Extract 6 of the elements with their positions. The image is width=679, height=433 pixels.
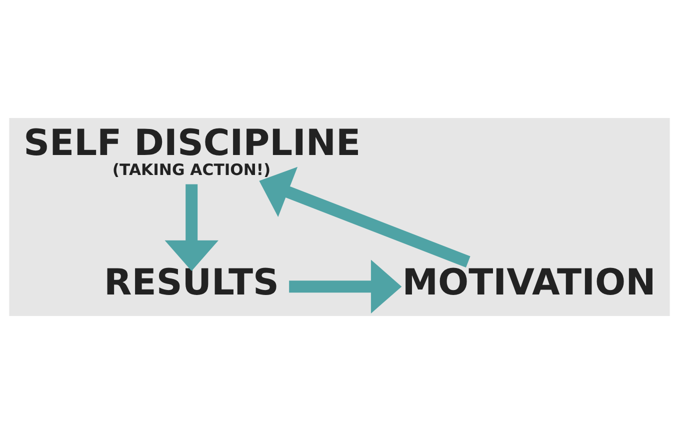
node-text: MOTIVATION bbox=[402, 262, 656, 303]
node-text: SELF DISCIPLINE (TAKING ACTION!) bbox=[24, 122, 361, 178]
arrow bbox=[289, 259, 402, 313]
arrow bbox=[259, 166, 470, 267]
arrow bbox=[164, 184, 218, 271]
node-text: RESULTS bbox=[104, 262, 279, 303]
